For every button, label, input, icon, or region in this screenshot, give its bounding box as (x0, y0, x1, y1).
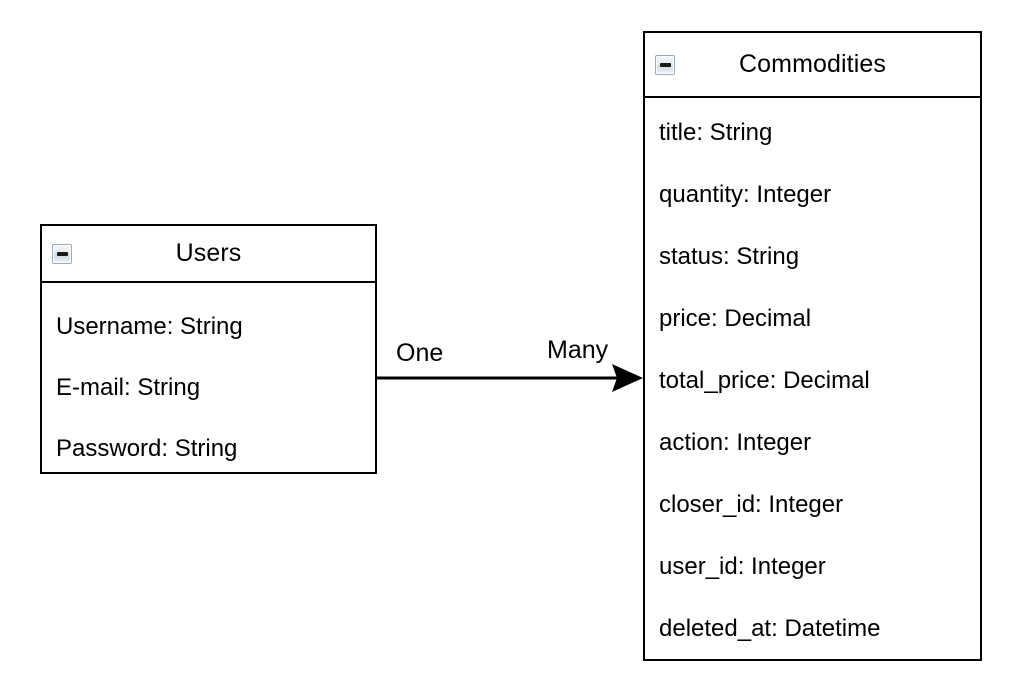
entity-commodities-attributes: title: String quantity: Integer status: … (645, 98, 980, 659)
minus-icon[interactable] (52, 243, 72, 264)
minus-icon-bar (56, 251, 68, 256)
minus-icon-bar (659, 62, 671, 67)
attribute-row: Password: String (56, 435, 238, 462)
attribute-row: deleted_at: Datetime (659, 615, 881, 642)
attribute-row: status: String (659, 243, 800, 270)
entity-users-attributes: Username: String E-mail: String Password… (42, 283, 375, 472)
relationship-cardinality-source: One (396, 339, 444, 367)
entity-commodities-header: Commodities (645, 33, 980, 98)
attribute-row: user_id: Integer (659, 553, 826, 580)
attribute-row: E-mail: String (56, 374, 201, 401)
entity-users[interactable]: Users Username: String E-mail: String Pa… (40, 224, 377, 474)
minus-icon[interactable] (655, 54, 675, 75)
attribute-row: total_price: Decimal (659, 367, 870, 394)
attribute-row: title: String (659, 119, 773, 146)
attribute-row: Username: String (56, 313, 243, 340)
attribute-row: action: Integer (659, 429, 812, 456)
entity-users-header: Users (42, 226, 375, 283)
entity-commodities[interactable]: Commodities title: String quantity: Inte… (643, 31, 982, 661)
attribute-row: closer_id: Integer (659, 491, 844, 518)
entity-commodities-title: Commodities (739, 50, 886, 78)
entity-users-title: Users (175, 239, 242, 267)
attribute-row: price: Decimal (659, 305, 812, 332)
relationship-arrowhead-icon (612, 364, 643, 392)
attribute-row: quantity: Integer (659, 181, 832, 208)
relationship-cardinality-target: Many (547, 336, 609, 364)
